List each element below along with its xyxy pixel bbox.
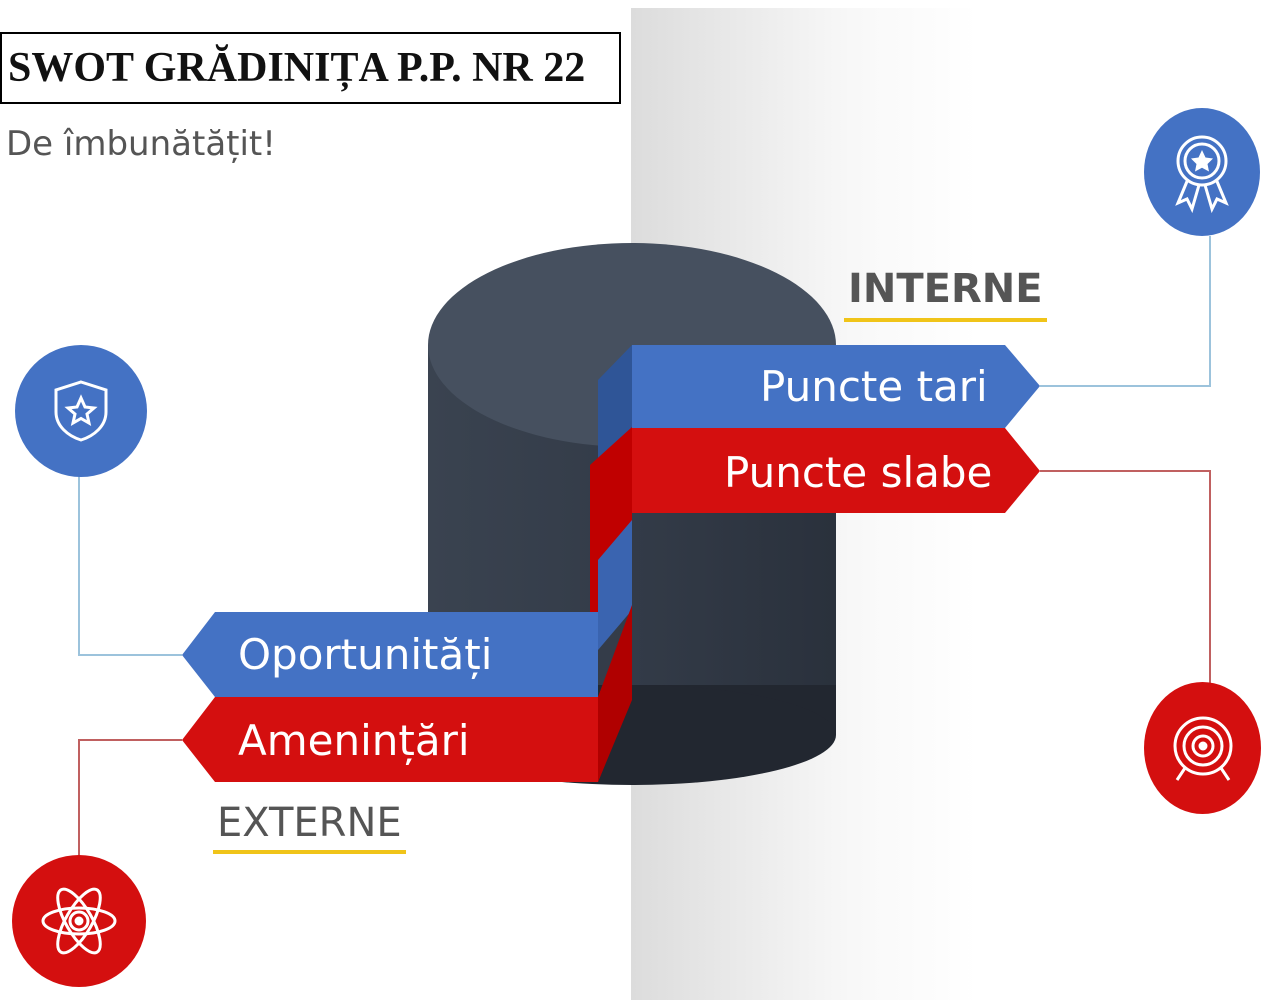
page-title: SWOT GRĂDINIȚA P.P. NR 22	[8, 45, 586, 91]
heading-internal: INTERNE	[844, 266, 1047, 322]
target-icon	[1144, 682, 1261, 814]
heading-external-underline	[213, 850, 406, 854]
banner-weaknesses	[632, 428, 1040, 513]
connector-lines	[78, 236, 1211, 865]
heading-internal-underline	[844, 318, 1047, 322]
atom-icon	[12, 855, 146, 987]
step-blue-lower	[598, 520, 632, 650]
heading-external-text: EXTERNE	[217, 800, 402, 846]
shield-star-icon	[15, 345, 147, 477]
label-weaknesses: Puncte slabe	[724, 448, 993, 497]
connector-threats	[78, 739, 182, 865]
label-strengths: Puncte tari	[760, 362, 988, 411]
title-box: SWOT GRĂDINIȚA P.P. NR 22	[0, 32, 621, 104]
connector-strengths	[1040, 236, 1211, 387]
award-ribbon-icon	[1144, 108, 1260, 236]
step-red-lower	[598, 605, 632, 782]
label-threats: Amenințări	[238, 716, 470, 765]
label-opportunities: Oportunități	[238, 630, 493, 679]
heading-external: EXTERNE	[213, 800, 406, 854]
connector-weaknesses	[1040, 470, 1211, 690]
banner-strengths	[632, 345, 1040, 428]
heading-internal-text: INTERNE	[848, 266, 1043, 312]
banner-opportunities	[182, 612, 598, 697]
connector-opportunities	[78, 470, 182, 656]
banner-threats	[182, 612, 632, 782]
subtitle: De îmbunătățit!	[6, 124, 276, 164]
